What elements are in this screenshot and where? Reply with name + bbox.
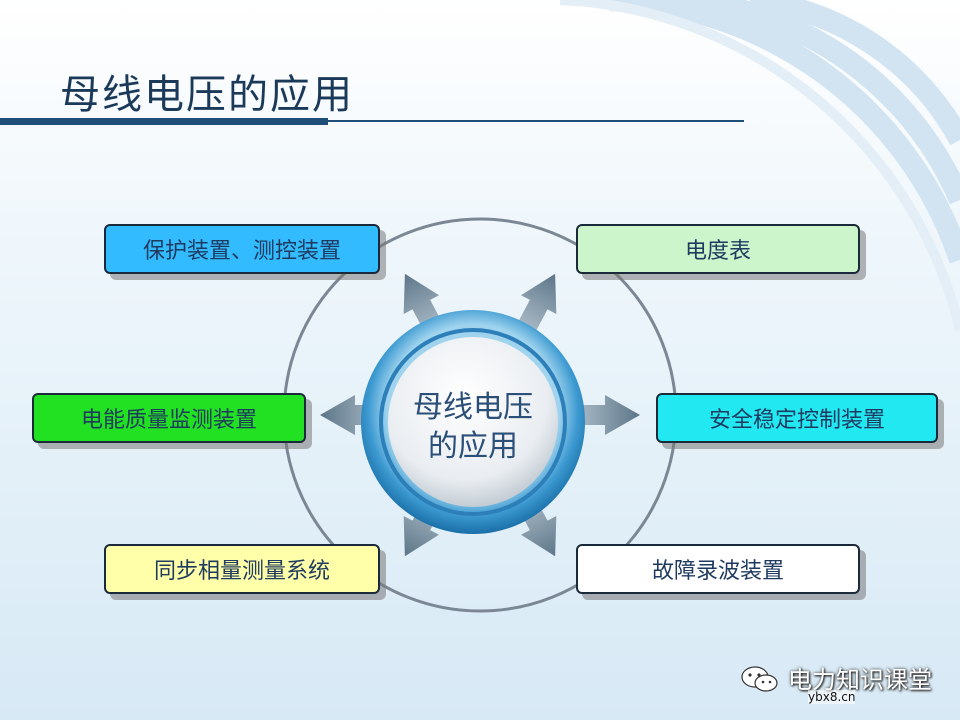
node-protection-measurement: 保护装置、测控装置 (104, 224, 380, 274)
watermark-url: ybx8.cn (808, 690, 856, 704)
page-title: 母线电压的应用 (60, 72, 354, 118)
center-label: 母线电压 的应用 (388, 342, 558, 512)
node-power-quality-monitor: 电能质量监测装置 (32, 393, 306, 443)
center-circle-inner (388, 337, 558, 507)
node-fault-recorder: 故障录波装置 (576, 544, 860, 594)
node-energy-meter: 电度表 (576, 224, 860, 274)
watermark-text: 电力知识课堂 (788, 666, 932, 694)
node-pmu-system: 同步相量测量系统 (104, 544, 380, 594)
center-label-line2: 的应用 (428, 429, 518, 464)
center-circle-ring (379, 328, 567, 516)
title-underline-line (328, 120, 744, 122)
wechat-icon (741, 666, 778, 692)
center-label-line1: 母线电压 (413, 390, 533, 425)
title-underline-bar (0, 118, 328, 125)
node-stability-control: 安全稳定控制装置 (656, 393, 938, 443)
